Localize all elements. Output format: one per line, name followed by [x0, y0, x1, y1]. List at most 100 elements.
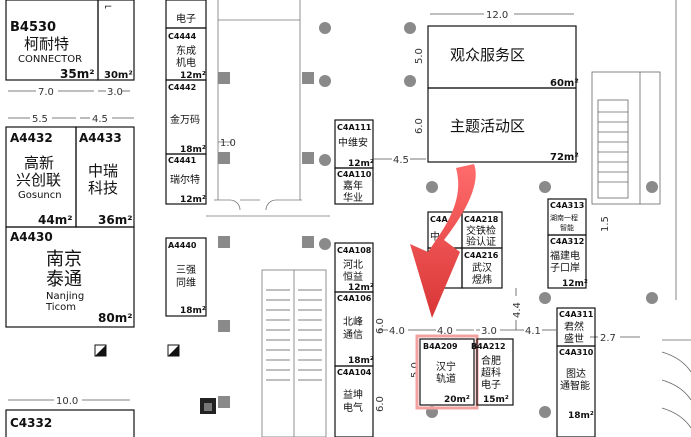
booth-c4a313-name2: 智能 — [560, 223, 574, 232]
booth-c4a218-prefix: C4A — [430, 215, 448, 224]
booth-c4a108-name1: 河北 — [343, 259, 363, 271]
booth-c4a310[interactable] — [556, 345, 596, 437]
booth-c4332-id: C4332 — [10, 416, 52, 430]
dim-2-7: 2.7 — [600, 333, 616, 344]
dim-4-1: 4.1 — [525, 326, 541, 337]
booth-c4332[interactable] — [5, 409, 135, 437]
booth-b4a212-area: 15m² — [483, 395, 509, 405]
booth-c4a108-area: 12m² — [348, 283, 374, 293]
booth-c4a216-prefix: 中 — [430, 230, 440, 243]
exit-marker-icon — [167, 344, 180, 357]
booth-a4430-name1: 南京 — [46, 249, 82, 270]
booth-a4432-name1: 高新 — [24, 154, 54, 172]
booth-c4a106[interactable] — [334, 291, 374, 367]
booth-b4530-name: 柯耐特 — [24, 35, 69, 53]
dim-4-4-vertical: 4.4 — [512, 302, 523, 318]
booth-a4432-name2: 兴创联 — [16, 171, 61, 189]
booth-a4440[interactable] — [165, 237, 207, 317]
booth-c4a104[interactable] — [334, 365, 374, 437]
dim-10-0: 10.0 — [56, 396, 78, 407]
booth-c4a216-name1: 武汉 — [472, 261, 492, 274]
booth-b4a212-id: B4A212 — [471, 342, 506, 351]
booth-c4442-id: C4442 — [168, 83, 196, 92]
dim-4-0-mid: 4.0 — [437, 326, 453, 337]
booth-a4432-id: A4432 — [10, 131, 53, 145]
zone-block[interactable] — [427, 25, 577, 163]
booth-c4a106-area: 18m² — [348, 356, 374, 366]
booth-c4a218-name1: 交铁检 — [466, 224, 496, 237]
booth-a4432-area: 44m² — [38, 213, 72, 227]
booth-a4430-name2: 泰通 — [46, 269, 82, 290]
dim-1-5-vertical: 1.5 — [600, 216, 611, 232]
booth-c4441-name: 瑞尔特 — [170, 173, 200, 186]
booth-c4a111-id: C4A111 — [337, 123, 372, 132]
booth-c4a312-area: 12m² — [562, 279, 588, 289]
booth-a4430[interactable] — [5, 226, 135, 328]
booth-c4441-area: 12m² — [180, 195, 206, 205]
booth-b4a212-name2: 超科 — [481, 366, 501, 379]
booth-c4441-id: C4441 — [168, 156, 197, 165]
booth-a4433-name1: 中瑞 — [88, 162, 118, 180]
dim-4-5: 4.5 — [393, 155, 409, 166]
booth-c4a216-id: C4A216 — [464, 251, 499, 260]
dim-6-0-bottom-vertical: 6.0 — [375, 396, 386, 412]
booth-c4a110-name1: 嘉年 — [343, 179, 363, 192]
booth-b4530-extra-area: 30m² — [104, 70, 133, 81]
booth-a4440-area: 18m² — [180, 306, 206, 316]
booth-a4433-id: A4433 — [79, 131, 122, 145]
booth-c4441[interactable] — [165, 153, 207, 205]
booth-c4a104-name1: 益坤 — [343, 388, 363, 401]
booth-b4530-id: B4530 — [10, 20, 56, 35]
dim-3-0-mid: 3.0 — [481, 326, 497, 337]
booth-b4530-area: 35m² — [60, 67, 94, 81]
booth-a4440-name1: 三强 — [176, 264, 196, 276]
booth-c4444-name2: 机电 — [176, 56, 196, 69]
dim-4-0-left: 4.0 — [389, 326, 405, 337]
booth-a4430-id: A4430 — [10, 230, 53, 244]
booth-c4a310-name2: 通智能 — [560, 379, 590, 392]
booth-c4a111-name: 中维安 — [338, 136, 368, 149]
booth-c4a108-id: C4A108 — [337, 246, 372, 255]
corridor-structure — [206, 0, 330, 437]
booth-b4a209-id: B4A209 — [423, 342, 458, 351]
booth-c4a106-id: C4A106 — [337, 294, 372, 303]
booth-c4a104-name2: 电气 — [343, 401, 363, 414]
booth-b4a209-area: 20m² — [444, 395, 470, 405]
booth-a4430-en1: Nanjing — [46, 291, 84, 302]
booth-c4a311-name1: 君然 — [564, 320, 584, 333]
booth-c4a110-id: C4A110 — [337, 170, 372, 179]
booth-a4433-area: 36m² — [98, 213, 132, 227]
dim-7-0: 7.0 — [38, 87, 54, 98]
booth-b4530-en: CONNECTOR — [18, 54, 82, 65]
location-arrow-icon — [410, 164, 476, 318]
booth-c4a310-id: C4A310 — [559, 348, 594, 357]
booth-c4a218-id: C4A218 — [464, 215, 499, 224]
booth-b4a209-name2: 轨道 — [436, 372, 456, 385]
dim-5-5: 5.5 — [32, 114, 48, 125]
booth-c4a310-area: 18m² — [568, 411, 594, 421]
booth-c4a310-name1: 图达 — [566, 368, 586, 380]
booth-b4a212[interactable] — [476, 338, 514, 406]
right-wall — [661, 0, 691, 429]
booth-c4a312[interactable] — [547, 234, 587, 289]
booth-c4a312-name2: 子口岸 — [550, 262, 580, 274]
dim-1-0: 1.0 — [220, 138, 236, 149]
booth-c4a110[interactable] — [334, 167, 374, 205]
booth-b4a209[interactable] — [419, 338, 475, 406]
booth-c4a312-id: C4A312 — [550, 237, 584, 246]
booth-c4444-id: C4444 — [168, 32, 197, 41]
dim-12-0: 12.0 — [486, 10, 508, 21]
booth-c4a104-id: C4A104 — [337, 368, 372, 377]
booth-a4430-en2: Ticom — [45, 302, 76, 313]
booth-b4530[interactable] — [5, 0, 135, 81]
zone-service-area: 60m² — [550, 78, 579, 89]
top-fragment: ⌐ — [104, 2, 112, 13]
stairs-icon — [266, 289, 322, 381]
dim-6-0-vertical: 6.0 — [414, 118, 425, 134]
booth-c4a311-id: C4A311 — [559, 310, 594, 319]
booth-c4a106-name1: 北峰 — [343, 316, 363, 328]
booth-c4444-area: 12m² — [180, 71, 206, 81]
pillars — [218, 22, 658, 418]
booth-c4a216[interactable] — [461, 247, 503, 289]
